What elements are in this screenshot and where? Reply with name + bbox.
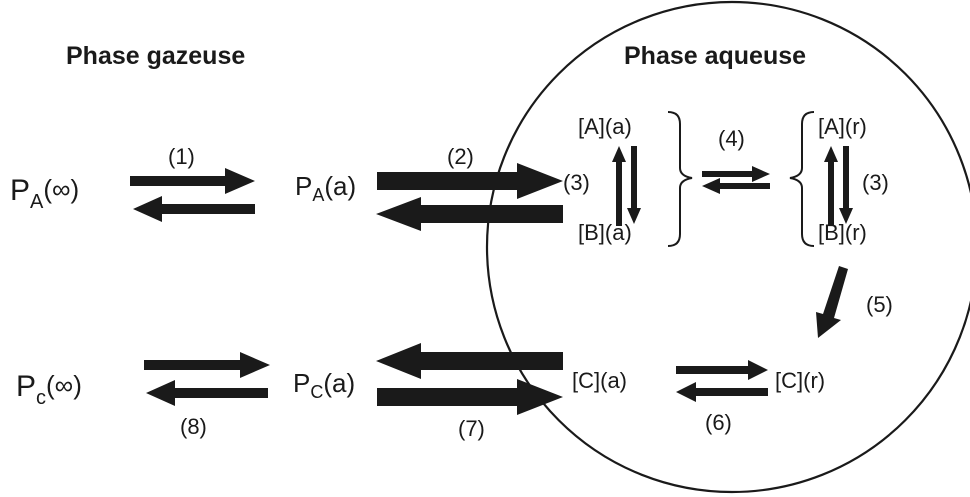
step-8-forward-arrow — [144, 352, 270, 378]
step-7-forward-arrow — [376, 343, 563, 379]
gas-phase-title: Phase gazeuse — [66, 42, 245, 70]
step-8-label: (8) — [180, 414, 207, 439]
species-pc-infinity: Pc(∞) — [16, 370, 82, 409]
step-6-forward-arrow — [676, 360, 768, 380]
step-5-label: (5) — [866, 292, 893, 317]
step-1-label: (1) — [168, 144, 195, 169]
left-group-brace — [667, 111, 693, 247]
step-2-label: (2) — [447, 144, 474, 169]
step-2-forward-arrow — [377, 163, 563, 199]
species-a-aqueous: [A](a) — [578, 114, 632, 139]
species-b-aqueous: [B](a) — [578, 220, 632, 245]
species-c-aqueous: [C](a) — [572, 368, 627, 393]
species-c-reaction: [C](r) — [775, 368, 825, 393]
right-group-brace — [789, 111, 815, 247]
aqueous-phase-title: Phase aqueuse — [624, 42, 806, 70]
step-5-arrow — [816, 266, 848, 338]
step-8-reverse-arrow — [146, 380, 268, 406]
step-6-reverse-arrow — [676, 382, 768, 402]
step-7-label: (7) — [458, 416, 485, 441]
step-4-forward-arrow — [702, 166, 770, 182]
step-3-right-up-arrow — [824, 146, 838, 226]
step-3-left-label: (3) — [563, 170, 590, 195]
step-1-reverse-arrow — [133, 196, 255, 222]
step-7-reverse-arrow — [377, 379, 563, 415]
species-pa-a: PA(a) — [295, 171, 356, 205]
step-4-reverse-arrow — [702, 178, 770, 194]
step-3-left-up-arrow — [612, 146, 626, 226]
step-6-label: (6) — [705, 410, 732, 435]
step-3-right-label: (3) — [862, 170, 889, 195]
step-2-reverse-arrow — [376, 197, 563, 231]
step-1-forward-arrow — [130, 168, 255, 194]
aqueous-phase-circle — [485, 0, 970, 494]
species-pc-a: PC(a) — [293, 368, 355, 402]
species-pa-infinity: PA(∞) — [10, 174, 79, 213]
step-4-label: (4) — [718, 126, 745, 151]
species-a-reaction: [A](r) — [818, 114, 867, 139]
step-3-left-down-arrow — [627, 146, 641, 224]
species-b-reaction: [B](r) — [818, 220, 867, 245]
step-3-right-down-arrow — [839, 146, 853, 224]
